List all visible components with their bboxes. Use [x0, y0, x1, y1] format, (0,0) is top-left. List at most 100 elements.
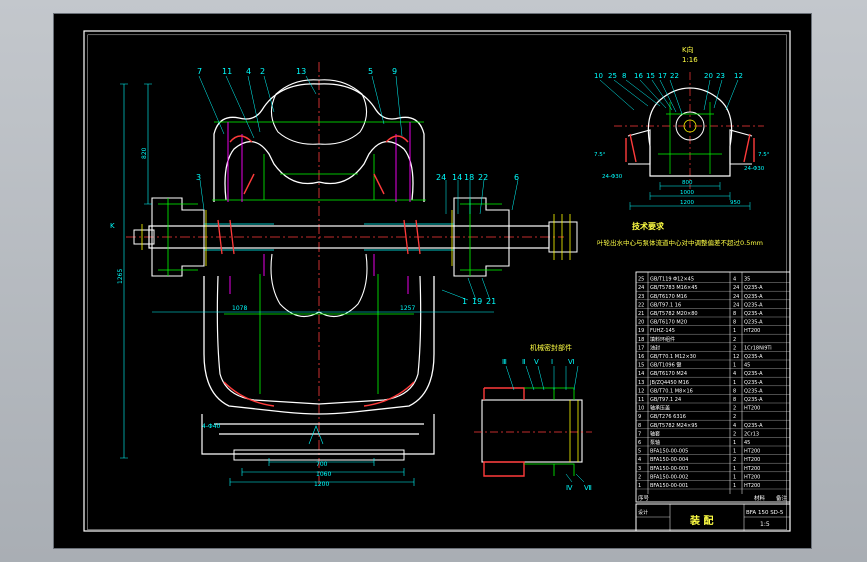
bom-cell-no: 20: [638, 320, 644, 326]
bom-cell-qty: 2: [733, 345, 736, 351]
k-label-17: 17: [658, 72, 667, 80]
bom-cell-qty: 4: [733, 371, 736, 377]
bom-cell-no: 7: [638, 431, 641, 437]
bom-cell-qty: 4: [733, 277, 736, 283]
bom-cell-name: 填料环组件: [650, 336, 675, 343]
bom-cell-material: HT200: [744, 474, 760, 480]
bom-cell-material: 1Cr18Ni9Ti: [744, 345, 772, 351]
bom-cell-qty: 1: [733, 449, 736, 455]
part-label-14: 14: [452, 173, 462, 182]
coupling-right: [548, 221, 578, 253]
main-view: 7 11 4 2 13 5 9 3 24 14 18 22 6 1 19 21: [110, 62, 578, 488]
bom-cell-qty: 1: [733, 440, 736, 446]
bom-cell-material: HT200: [744, 457, 760, 463]
seal-label-2: Ⅱ: [522, 358, 525, 366]
bom-cell-qty: 1: [733, 328, 736, 334]
bom-cell-material: HT200: [744, 483, 760, 489]
seal-label-4: Ⅳ: [566, 484, 573, 492]
title-small-label: 设计: [638, 509, 648, 516]
tech-notes: 技术要求 叶轮出水中心与泵体流道中心对中调整偏差不超过0.5mm: [597, 221, 763, 247]
bom-cell-material: HT200: [744, 466, 760, 472]
k-view-part-labels: 10 25 8 16 15 17 22 20 23 12: [594, 72, 743, 80]
k-view-title: K向: [682, 45, 694, 54]
bom-cell-name: 油封: [650, 344, 660, 351]
bom-cell-qty: 4: [733, 423, 736, 429]
bom-cell-name: FUHZ-145: [650, 328, 675, 334]
bom-cell-name: BFA150-00-005: [650, 449, 688, 455]
title-block: 设计 装 配 BFA 150 SD-5 1:5: [635, 503, 791, 532]
red-section-lower: [223, 381, 415, 407]
drawing-code: BFA 150 SD-5: [746, 510, 784, 516]
bom-cell-name: 轴承压盖: [650, 405, 670, 412]
bom-cell-name: GB/T119 Φ12×45: [650, 277, 694, 283]
bom-cell-material: Q235-A: [744, 285, 763, 291]
seal-sleeve: [481, 399, 583, 463]
bom-cell-no: 12: [638, 388, 644, 394]
bom-cell-name: GB/T5782 M20×80: [650, 311, 698, 317]
k-label-10: 10: [594, 72, 603, 80]
bom-cell-name: GB/T70.1 M12×30: [650, 354, 696, 360]
bom-cell-qty: 2: [733, 406, 736, 412]
part-label-22: 22: [478, 173, 488, 182]
bom-cell-no: 1: [638, 483, 641, 489]
bom-cell-qty: 1: [733, 474, 736, 480]
bom-cell-qty: 12: [733, 354, 739, 360]
k-dim-24-phi30-right: 24-Φ30: [744, 166, 765, 172]
notes-line-1: 叶轮出水中心与泵体流道中心对中调整偏差不超过0.5mm: [597, 238, 763, 247]
seal-green-parts: [524, 387, 575, 476]
k-dim-angle-right: 7.5°: [758, 152, 770, 158]
bom-cell-name: 泵轴: [650, 439, 660, 446]
base-plate: [233, 449, 405, 461]
bom-cell-no: 15: [638, 363, 644, 369]
bom-cell-no: 16: [638, 354, 644, 360]
bom-cell-name: BFA150-00-003: [650, 466, 688, 472]
k-label-20: 20: [704, 72, 713, 80]
drawing-sheet: 7 11 4 2 13 5 9 3 24 14 18 22 6 1 19 21: [54, 14, 811, 548]
k-label-16: 16: [634, 72, 643, 80]
bom-cell-qty: 8: [733, 388, 736, 394]
k-view-red-flanges: [625, 133, 755, 163]
seal-yellow-parts: [569, 400, 579, 462]
bom-cell-name: GB/T276 6316: [650, 414, 686, 420]
bom-cell-no: 24: [638, 285, 644, 291]
part-label-19: 19: [472, 297, 482, 306]
seal-label-1: Ⅰ: [551, 358, 553, 366]
part-label-2: 2: [260, 67, 265, 76]
k-view-shaft-circle: [675, 111, 705, 141]
shaft-sleeves: [204, 223, 454, 251]
k-label-15: 15: [646, 72, 655, 80]
dim-1078: 1078: [232, 305, 247, 312]
red-section-shaft: [217, 219, 421, 255]
bom-cell-no: 10: [638, 406, 644, 412]
bom-cell-qty: 24: [733, 285, 739, 291]
seal-detail: 机械密封部件 Ⅲ Ⅱ Ⅴ Ⅰ Ⅵ Ⅳ Ⅶ: [474, 343, 592, 492]
bom-cell-no: 3: [638, 466, 641, 472]
magenta-bolts-upper: [227, 122, 411, 202]
dim-4-phi40: 4-Φ40: [202, 423, 221, 430]
shaft-end-left: [133, 229, 155, 245]
dim-1200: 1200: [314, 481, 329, 488]
dim-1060: 1060: [316, 471, 331, 478]
main-part-labels: 7 11 4 2 13 5 9 3 24 14 18 22 6 1 19 21: [196, 67, 519, 306]
bom-cell-no: 2: [638, 474, 641, 480]
bom-cell-no: 25: [638, 277, 644, 283]
k-label-23: 23: [716, 72, 725, 80]
seal-label-5: Ⅴ: [534, 358, 539, 366]
k-label-12: 12: [734, 72, 743, 80]
k-dim-1000: 1000: [680, 190, 694, 196]
yellow-fasteners: [141, 210, 571, 266]
